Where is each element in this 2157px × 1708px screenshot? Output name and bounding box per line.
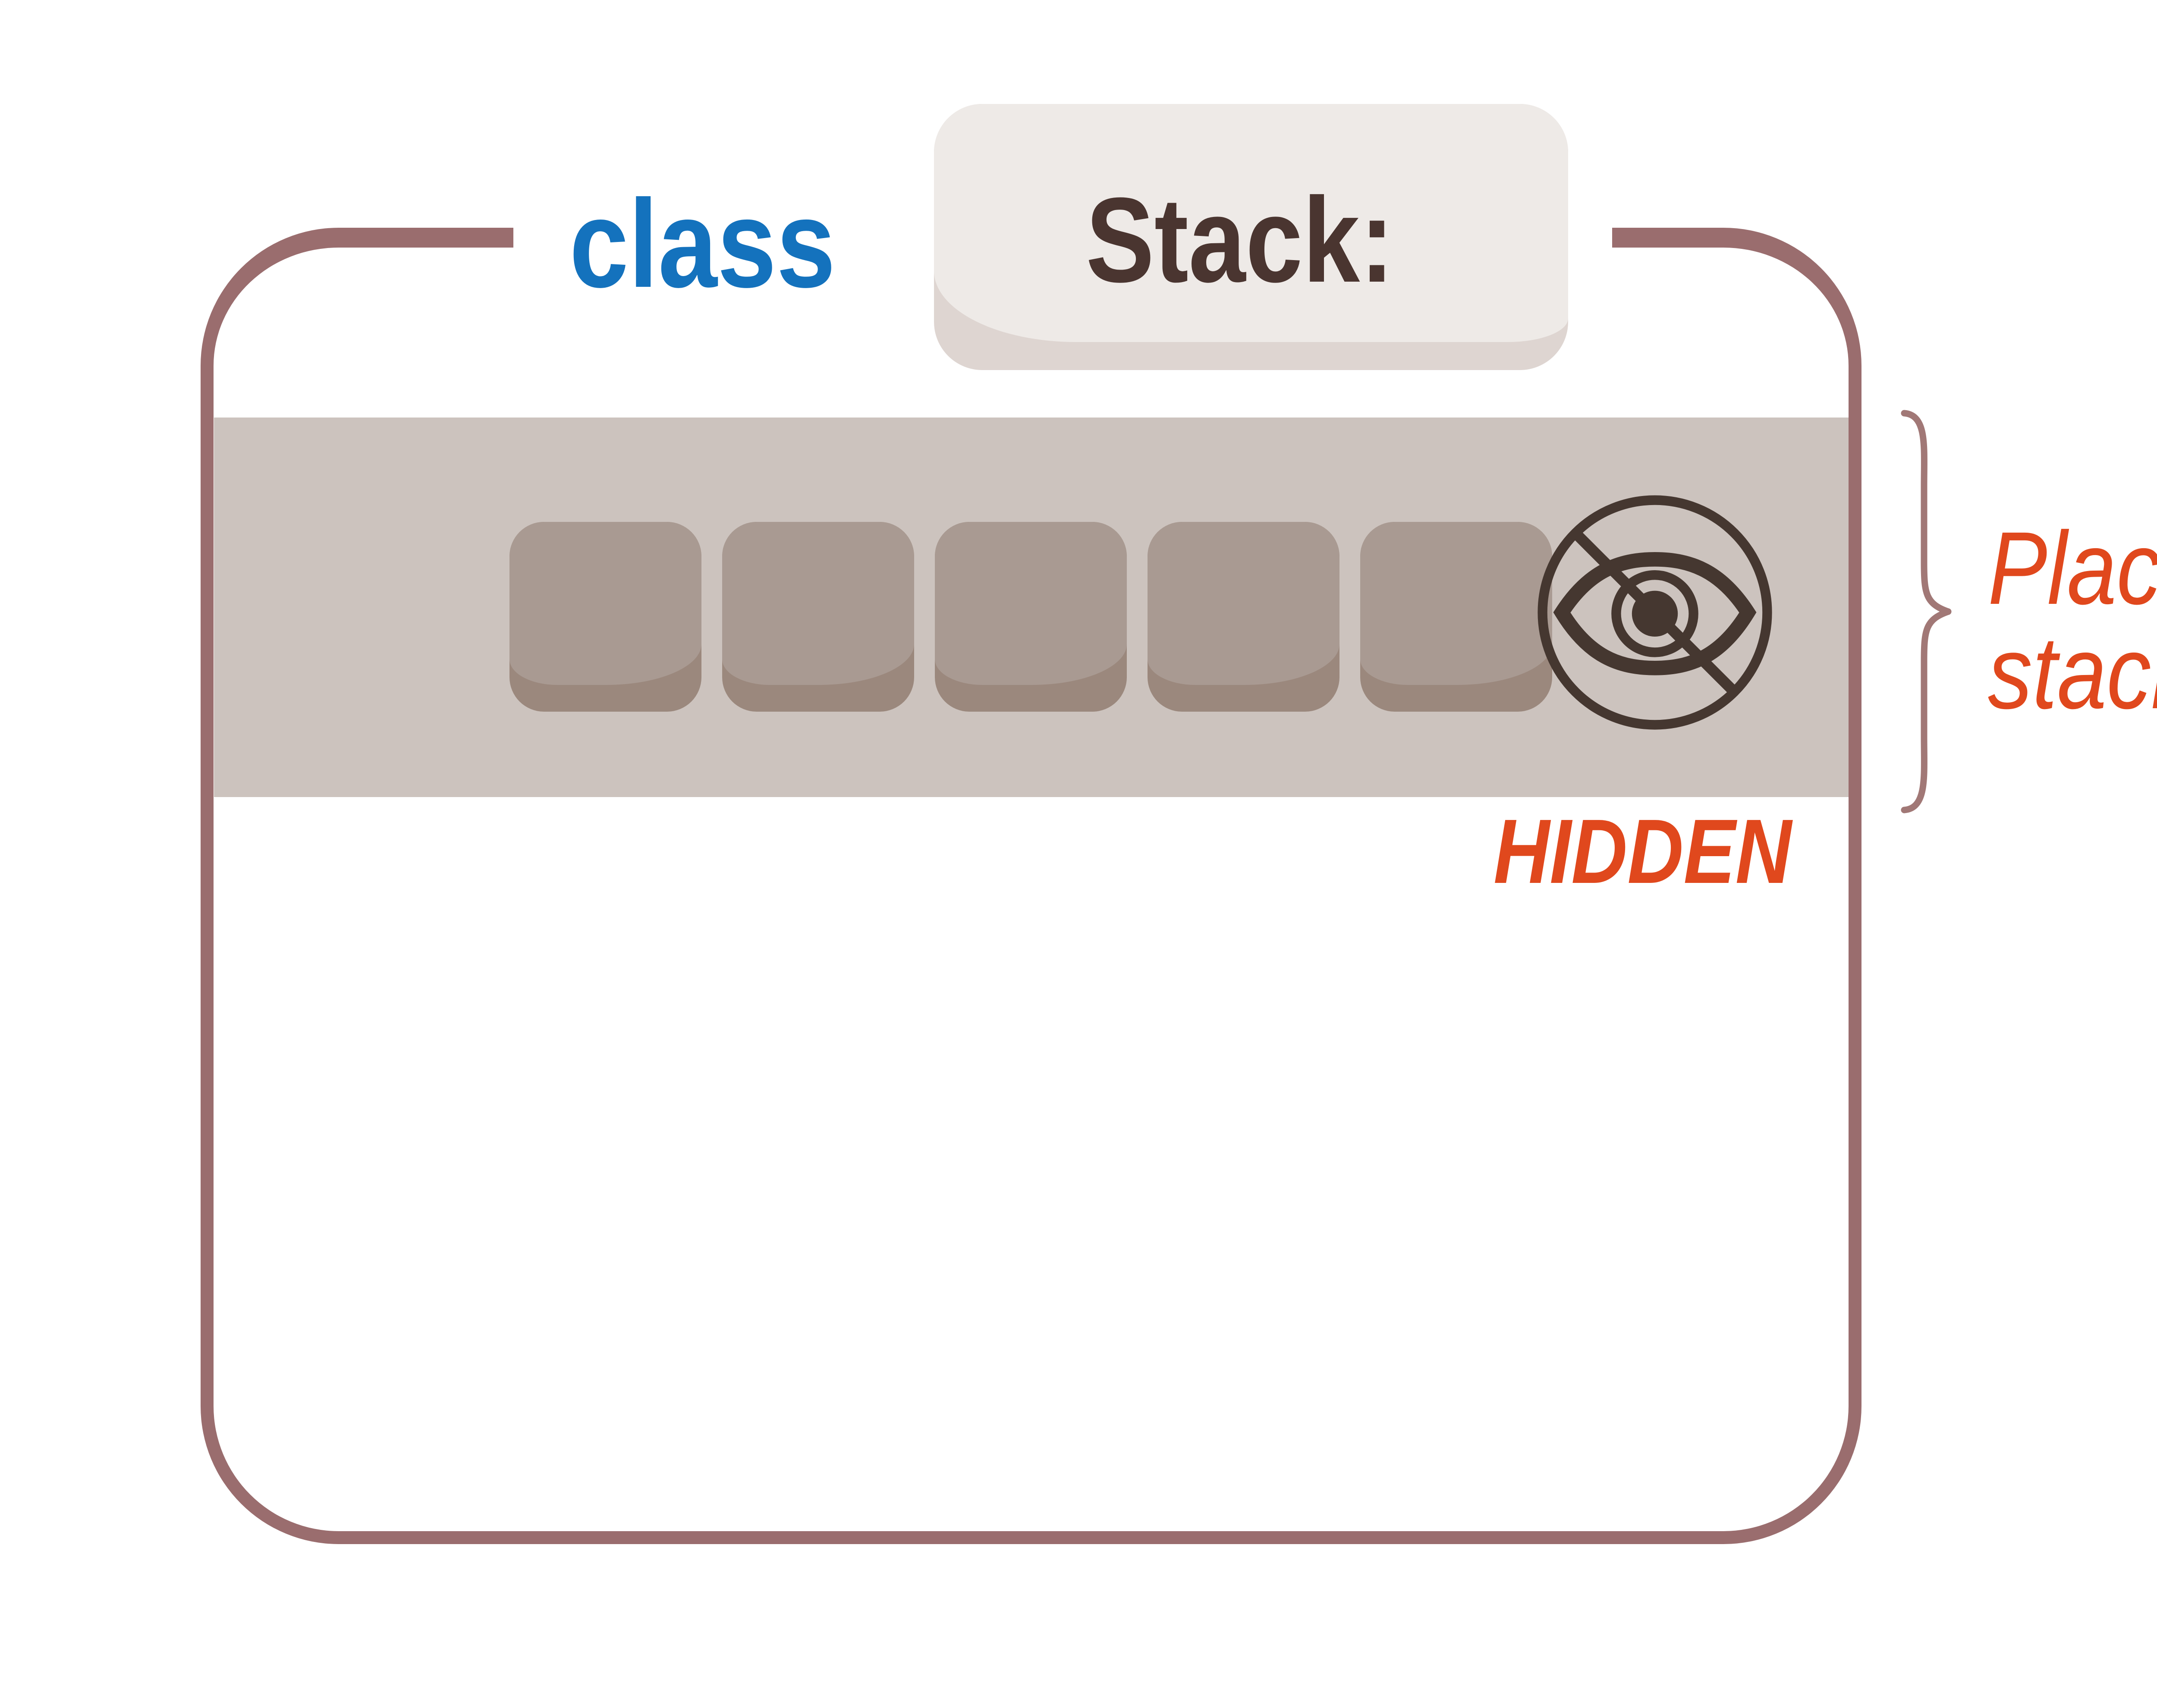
slot-row bbox=[509, 522, 1552, 712]
stack-slot bbox=[1148, 522, 1339, 712]
class-keyword-label: class bbox=[569, 174, 836, 314]
curly-brace-icon bbox=[1897, 409, 1953, 814]
class-name-label: Stack: bbox=[1086, 173, 1394, 308]
stack-slot bbox=[935, 522, 1127, 712]
annotation-text: Place to store stack’s item bbox=[1988, 516, 2157, 725]
stack-slot bbox=[509, 522, 701, 712]
annotation-line-1: Place to store bbox=[1988, 510, 2157, 626]
stack-slot bbox=[1360, 522, 1552, 712]
hidden-label: HIDDEN bbox=[1494, 800, 1792, 902]
stack-slot bbox=[722, 522, 914, 712]
eye-off-icon bbox=[1534, 492, 1776, 733]
class-name-badge: Stack: bbox=[934, 104, 1568, 370]
annotation-line-2: stack’s item bbox=[1988, 615, 2157, 730]
